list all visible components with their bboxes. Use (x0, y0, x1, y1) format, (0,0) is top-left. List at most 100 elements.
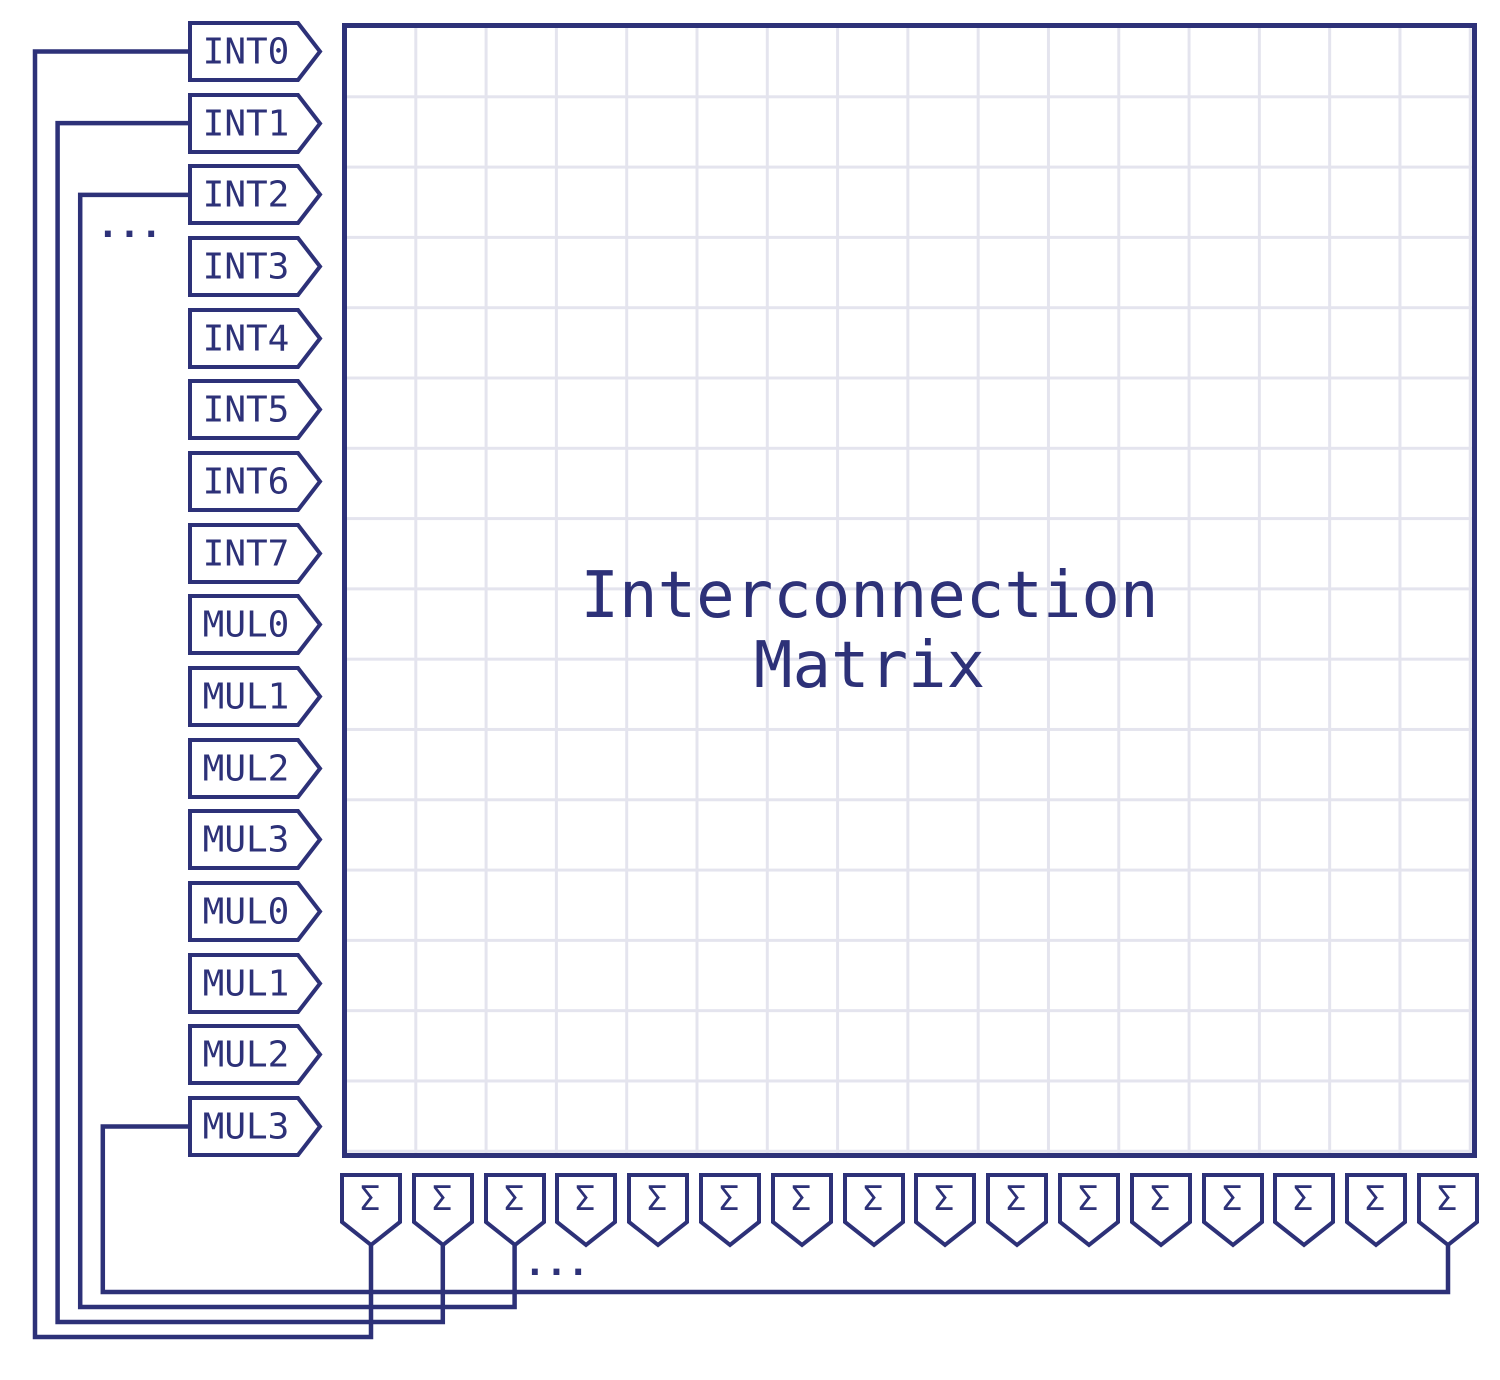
input-tag-label: INT2 (203, 175, 290, 216)
output-sum-tag-10: Σ (1058, 1173, 1120, 1248)
sigma-label: Σ (432, 1179, 452, 1219)
output-sum-shape (1129, 1173, 1192, 1248)
output-sum-shape (627, 1173, 690, 1248)
sigma-label: Σ (862, 1179, 882, 1219)
output-sum-shape (914, 1173, 977, 1248)
input-tag-mul1-9: MUL1 (188, 666, 323, 727)
sigma-label: Σ (1078, 1179, 1098, 1219)
input-tag-int2-2: INT2 (188, 164, 323, 226)
input-tag-shape (188, 737, 323, 799)
sigma-label: Σ (1437, 1179, 1457, 1219)
input-tag-int4-4: INT4 (188, 307, 323, 369)
input-tag-label: INT5 (203, 390, 290, 431)
input-tag-shape (188, 809, 323, 871)
input-tag-shape (188, 236, 323, 297)
input-tag-label: INT7 (203, 533, 290, 574)
sigma-label: Σ (575, 1179, 595, 1219)
input-tag-label: MUL1 (203, 677, 290, 718)
input-tag-shape (188, 1024, 323, 1086)
matrix-title-line1: Interconnection (580, 559, 1159, 633)
input-tag-int6-6: INT6 (188, 451, 323, 512)
input-tag-shape (188, 164, 323, 226)
output-sum-tag-2: Σ (483, 1173, 546, 1248)
output-sum-tag-15: Σ (1417, 1173, 1479, 1248)
input-tag-mul2-14: MUL2 (188, 1024, 323, 1086)
input-tag-mul0-12: MUL0 (188, 881, 323, 942)
output-sum-shape (1201, 1173, 1264, 1248)
input-tag-int1-1: INT1 (188, 92, 323, 154)
output-sum-tag-11: Σ (1129, 1173, 1192, 1248)
input-tag-label: MUL3 (203, 1107, 290, 1148)
output-sum-shape (986, 1173, 1049, 1248)
input-tag-shape (188, 952, 323, 1014)
input-tag-mul3-11: MUL3 (188, 809, 323, 871)
output-sum-shape (340, 1173, 402, 1248)
output-sum-shape (483, 1173, 546, 1248)
input-tag-shape (188, 666, 323, 727)
output-sum-tag-3: Σ (555, 1173, 618, 1248)
sigma-label: Σ (1365, 1179, 1385, 1219)
output-sum-shape (1417, 1173, 1479, 1248)
input-tag-shape (188, 522, 323, 584)
input-tag-label: MUL0 (203, 892, 290, 933)
output-sum-shape (555, 1173, 618, 1248)
input-tag-label: MUL0 (203, 605, 290, 646)
output-sum-tag-14: Σ (1345, 1173, 1408, 1248)
output-sum-tag-9: Σ (986, 1173, 1049, 1248)
output-sum-tag-13: Σ (1273, 1173, 1336, 1248)
input-tag-label: INT3 (203, 247, 290, 288)
matrix-title-line2: Matrix (753, 629, 986, 703)
input-tag-int5-5: INT5 (188, 379, 323, 441)
output-sum-shape (1273, 1173, 1336, 1248)
output-sum-shape (411, 1173, 474, 1248)
output-sum-shape (770, 1173, 833, 1248)
input-tag-int3-3: INT3 (188, 236, 323, 297)
input-tag-label: INT4 (203, 318, 290, 359)
input-tag-shape (188, 881, 323, 942)
input-tag-label: INT0 (203, 32, 290, 73)
input-tag-shape (188, 1096, 323, 1157)
output-sum-shape (842, 1173, 905, 1248)
input-tag-label: MUL2 (203, 748, 290, 789)
input-tag-label: INT6 (203, 462, 290, 503)
input-tag-mul1-13: MUL1 (188, 952, 323, 1014)
input-tag-label: MUL1 (203, 963, 290, 1004)
matrix-title: Interconnection Matrix (307, 561, 1432, 701)
output-sum-tag-0: Σ (340, 1173, 402, 1248)
sigma-label: Σ (503, 1179, 523, 1219)
input-tag-shape (188, 594, 323, 656)
input-tag-shape (188, 21, 323, 82)
input-tag-label: INT1 (203, 103, 290, 144)
input-tag-shape (188, 307, 323, 369)
output-sum-tag-6: Σ (770, 1173, 833, 1248)
input-tag-mul2-10: MUL2 (188, 737, 323, 799)
output-sum-shape (699, 1173, 761, 1248)
output-sum-tag-12: Σ (1201, 1173, 1264, 1248)
sigma-label: Σ (1150, 1179, 1170, 1219)
output-sum-tag-5: Σ (699, 1173, 761, 1248)
outputs-ellipsis: ... (524, 1243, 590, 1284)
input-tag-shape (188, 451, 323, 512)
output-sum-shape (1345, 1173, 1408, 1248)
output-sum-tag-7: Σ (842, 1173, 905, 1248)
inputs-ellipsis: ... (97, 205, 163, 246)
input-tag-shape (188, 379, 323, 441)
sigma-label: Σ (1006, 1179, 1026, 1219)
sigma-label: Σ (1221, 1179, 1241, 1219)
interconnection-matrix: Interconnection Matrix (342, 23, 1477, 1158)
input-tag-label: MUL3 (203, 820, 290, 861)
sigma-label: Σ (1293, 1179, 1313, 1219)
input-tag-mul0-8: MUL0 (188, 594, 323, 656)
input-tag-int0-0: INT0 (188, 21, 323, 82)
sigma-label: Σ (647, 1179, 667, 1219)
output-sum-tag-4: Σ (627, 1173, 690, 1248)
output-sum-shape (1058, 1173, 1120, 1248)
input-tag-mul3-15: MUL3 (188, 1096, 323, 1157)
sigma-label: Σ (934, 1179, 954, 1219)
input-tag-shape (188, 92, 323, 154)
output-sum-tag-8: Σ (914, 1173, 977, 1248)
input-tag-int7-7: INT7 (188, 522, 323, 584)
input-tag-label: MUL2 (203, 1035, 290, 1076)
sigma-label: Σ (791, 1179, 811, 1219)
